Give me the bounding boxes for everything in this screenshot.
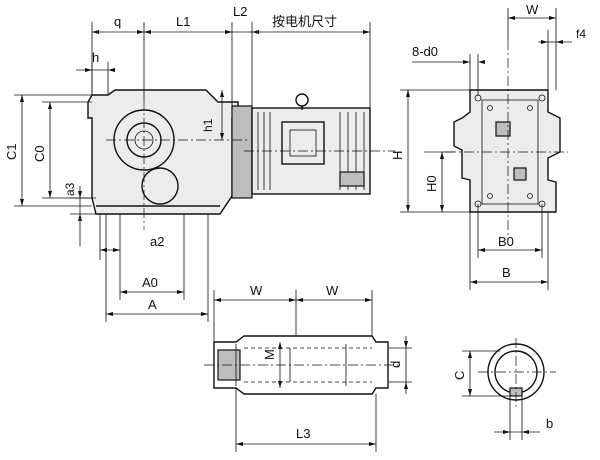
gear-boss bbox=[141, 167, 179, 205]
gearbox-flange bbox=[231, 105, 253, 199]
hollow-shaft-section bbox=[204, 335, 400, 395]
label-q: q bbox=[114, 14, 121, 29]
label-d: d bbox=[388, 361, 403, 368]
label-L2: L2 bbox=[233, 4, 247, 19]
label-C1: C1 bbox=[4, 143, 19, 160]
label-motor-dim: 按电机尺寸 bbox=[272, 15, 337, 30]
label-a2: a2 bbox=[150, 234, 164, 249]
shaft-cross-section bbox=[478, 338, 556, 408]
label-L1: L1 bbox=[176, 14, 190, 29]
label-W-right: W bbox=[326, 283, 339, 298]
label-A: A bbox=[148, 297, 157, 312]
label-8-d0: 8-d0 bbox=[412, 44, 438, 59]
label-C0: C0 bbox=[32, 145, 47, 162]
front-housing bbox=[453, 89, 561, 213]
label-H: H bbox=[390, 151, 405, 160]
label-B0: B0 bbox=[498, 234, 514, 249]
eye-bolt bbox=[295, 93, 309, 107]
shaft-cross-section-dimensions: C b bbox=[452, 350, 553, 440]
side-view-dimensions: q L1 L2 按电机尺寸 h h1 C1 C0 bbox=[4, 4, 371, 322]
label-f4: f4 bbox=[576, 27, 586, 41]
label-b: b bbox=[546, 416, 553, 431]
front-view bbox=[446, 40, 568, 240]
hollow-shaft-dimensions: W W M d L3 bbox=[213, 283, 412, 452]
label-L3: L3 bbox=[296, 426, 310, 441]
label-C: C bbox=[452, 371, 467, 380]
label-h: h bbox=[92, 50, 99, 65]
fan-cover bbox=[339, 171, 365, 187]
label-H0: H0 bbox=[424, 175, 439, 192]
front-view-dimensions: W f4 8-d0 H H0 B0 bbox=[390, 2, 586, 290]
label-h1: h1 bbox=[201, 118, 215, 132]
label-a3: a3 bbox=[63, 182, 77, 196]
gearbox-housing bbox=[87, 89, 239, 215]
side-view bbox=[87, 89, 395, 230]
label-M: M bbox=[262, 349, 277, 360]
label-B: B bbox=[502, 265, 511, 280]
terminal-box bbox=[281, 121, 325, 165]
front-boss bbox=[495, 121, 511, 137]
label-W-left: W bbox=[250, 283, 263, 298]
label-W-top: W bbox=[526, 2, 539, 17]
terminal-box-inner bbox=[289, 129, 317, 157]
label-A0: A0 bbox=[142, 275, 158, 290]
